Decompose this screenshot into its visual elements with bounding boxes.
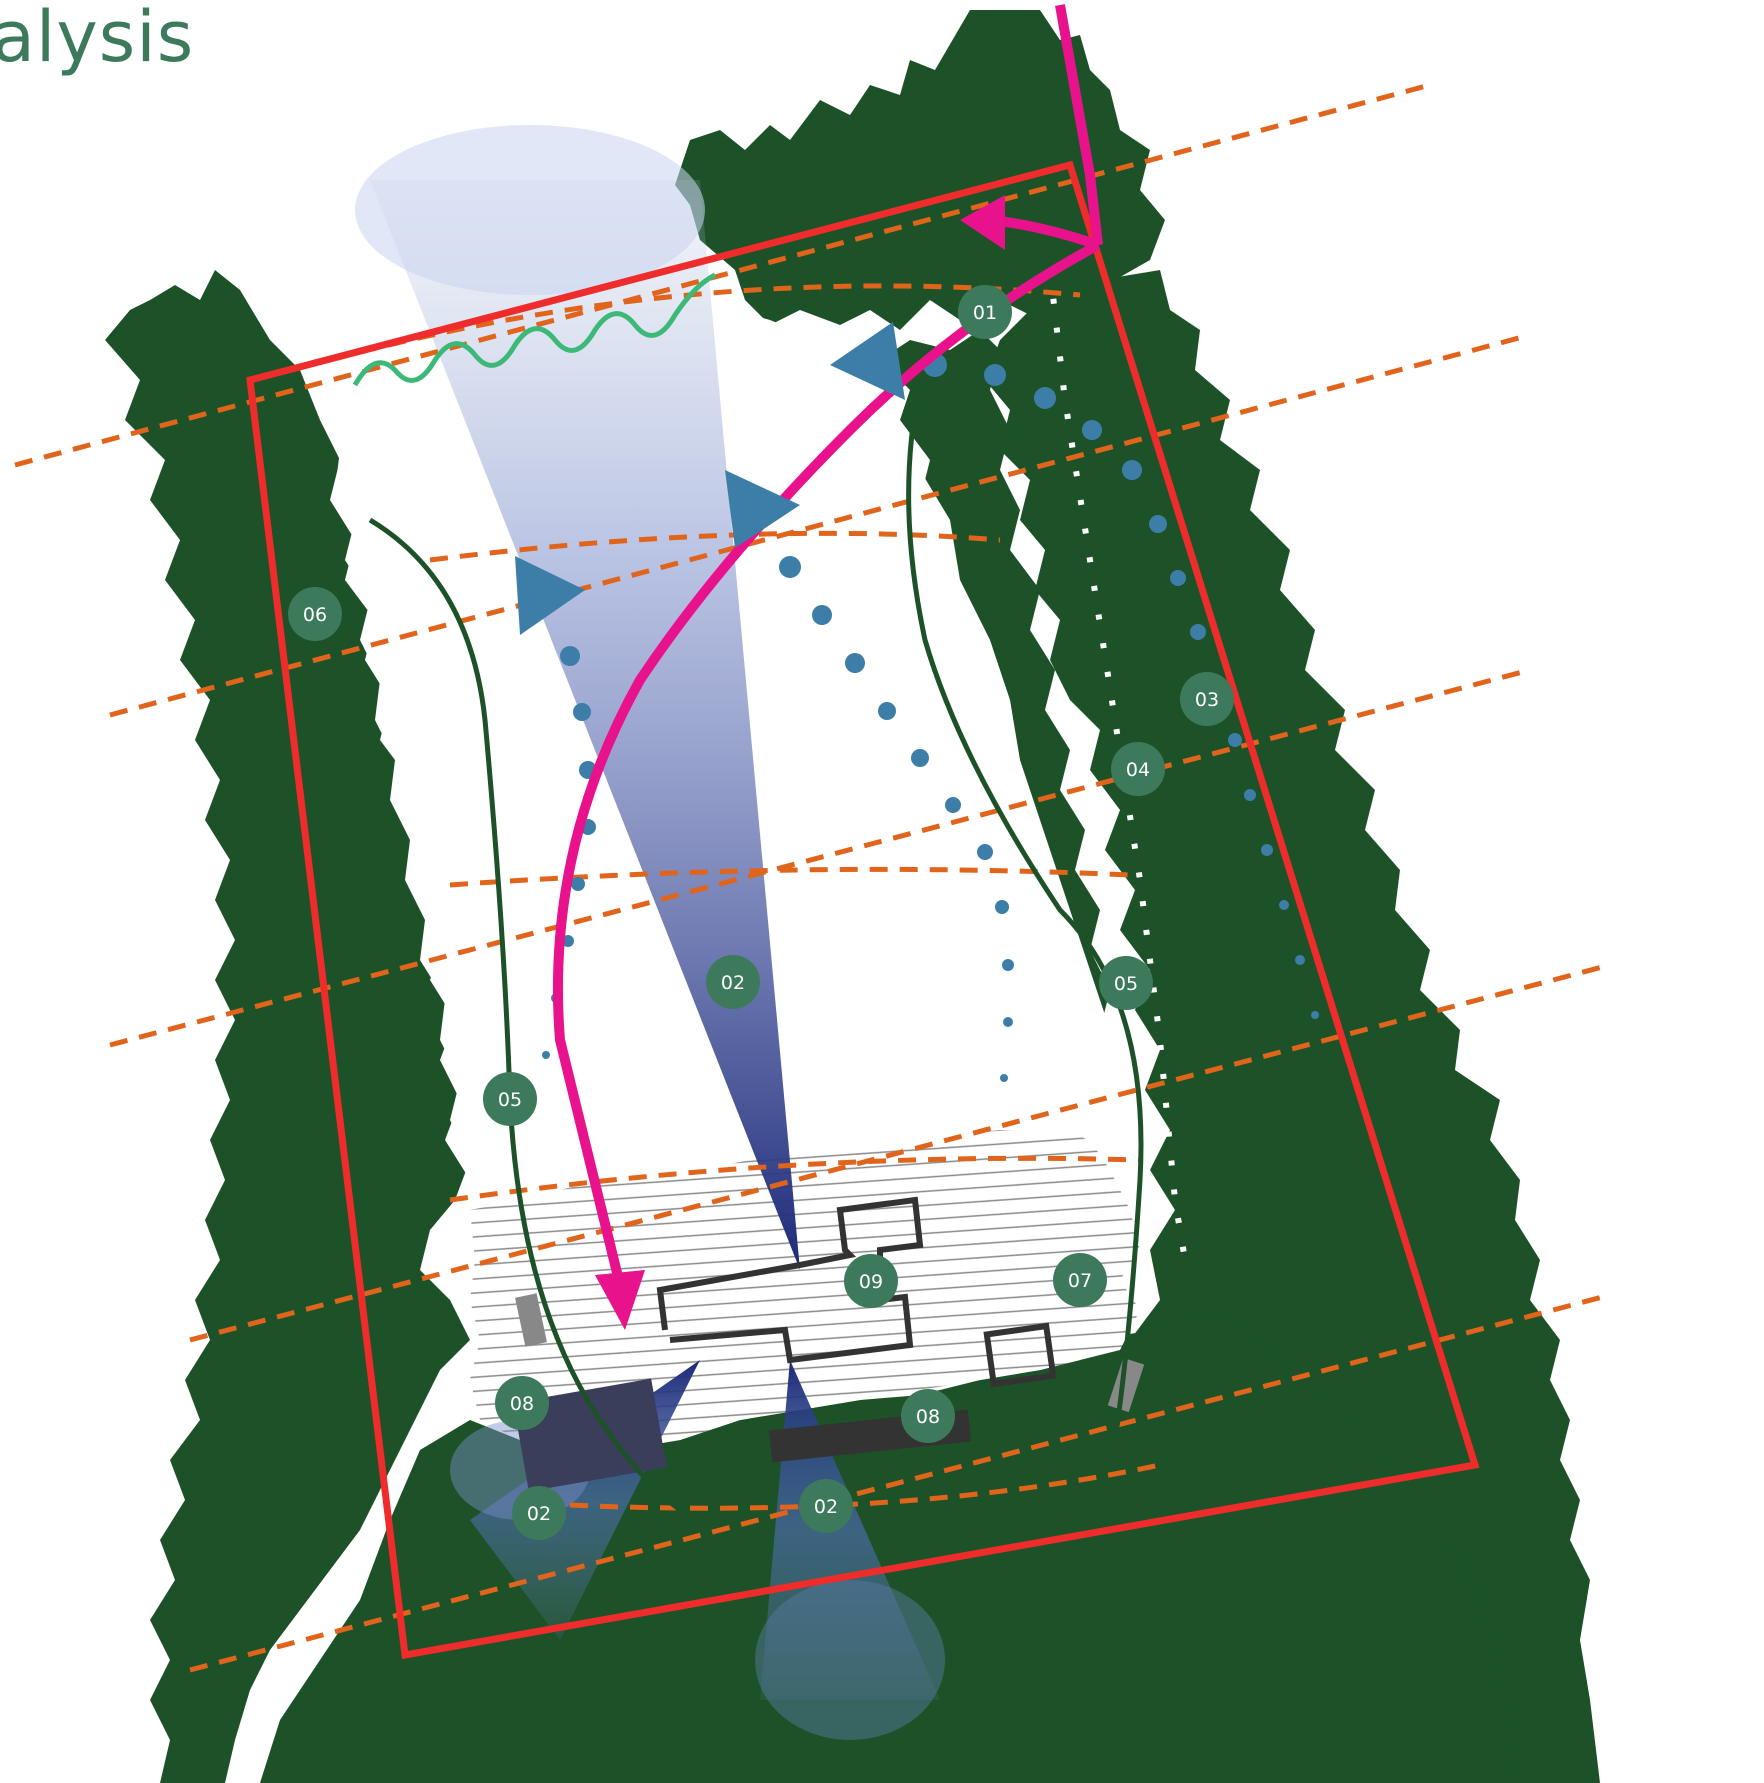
flow-dot — [573, 703, 591, 721]
hatched-development-area — [470, 1130, 1140, 1450]
marker-label: 04 — [1126, 759, 1150, 781]
flow-dot — [1279, 900, 1289, 910]
green-path-east — [906, 384, 1144, 1441]
flow-dot — [571, 877, 585, 891]
wavy-edge-line — [352, 272, 717, 387]
flow-dot — [1311, 1011, 1319, 1019]
flow-dot — [1002, 959, 1014, 971]
marker-label: 05 — [1114, 973, 1138, 995]
flow-dot — [1228, 733, 1242, 747]
building-grey-left — [515, 1293, 547, 1347]
building-dark-left — [513, 1378, 667, 1492]
flow-dot — [977, 844, 993, 860]
flow-dot — [984, 364, 1006, 386]
flow-dot — [878, 702, 896, 720]
marker-badge — [1099, 956, 1153, 1010]
contour-line-4 — [189, 962, 1611, 1343]
marker-label: 07 — [1068, 1270, 1092, 1292]
marker-badge — [495, 1376, 549, 1430]
contour-line-5 — [189, 1292, 1611, 1673]
flow-dot — [1003, 1017, 1013, 1027]
marker-01: 01 — [958, 285, 1012, 339]
contour-line-2 — [109, 332, 1531, 718]
flow-dot — [1082, 420, 1102, 440]
marker-08: 08 — [901, 1389, 955, 1443]
circulation-access-road — [1055, 4, 1103, 246]
building-outline-main — [656, 1196, 924, 1364]
flow-dot — [1149, 515, 1167, 533]
marker-label: 03 — [1195, 689, 1219, 711]
flow-dot — [1000, 1074, 1008, 1082]
marker-label: 02 — [721, 972, 745, 994]
marker-badge — [901, 1389, 955, 1443]
marker-05: 05 — [483, 1072, 537, 1126]
wind-arrow-1 — [515, 556, 585, 635]
flow-dot — [1034, 387, 1056, 409]
circulation-main-path — [552, 240, 1101, 1287]
wind-arrow-2 — [725, 470, 800, 548]
marker-label: 06 — [303, 604, 327, 626]
building-grey-right — [1107, 1357, 1145, 1413]
flow-dot — [542, 1051, 550, 1059]
view-glow-south-mid — [755, 1580, 945, 1740]
wind-arrow-3 — [830, 322, 905, 400]
diagram-title: alysis — [0, 0, 195, 78]
flow-dot — [779, 556, 801, 578]
marker-02: 02 — [512, 1486, 566, 1540]
marker-badge — [958, 285, 1012, 339]
vegetation-mass-north — [675, 10, 1165, 330]
marker-08: 08 — [495, 1376, 549, 1430]
marker-badge — [799, 1479, 853, 1533]
marker-09: 09 — [844, 1254, 898, 1308]
marker-badge — [288, 587, 342, 641]
flow-dot — [812, 605, 832, 625]
marker-badge — [1053, 1253, 1107, 1307]
marker-badge — [706, 955, 760, 1009]
flow-dot — [1190, 624, 1206, 640]
flow-dot — [560, 646, 580, 666]
marker-badge — [844, 1254, 898, 1308]
contour-line-3 — [109, 667, 1531, 1048]
contour-arc-4 — [449, 1155, 1141, 1203]
marker-badge — [1111, 742, 1165, 796]
marker-badge — [1180, 672, 1234, 726]
circulation-arrowhead-south — [595, 1270, 645, 1330]
flow-dot — [995, 900, 1009, 914]
view-cone-main — [370, 180, 800, 1270]
marker-label: 02 — [814, 1496, 838, 1518]
site-boundary — [246, 160, 1480, 1660]
flow-dot — [1122, 460, 1142, 480]
view-cone-glow — [355, 125, 705, 295]
marker-label: 02 — [527, 1503, 551, 1525]
circulation-arrowhead-west — [960, 195, 1005, 250]
marker-07: 07 — [1053, 1253, 1107, 1307]
flow-dot — [845, 653, 865, 673]
marker-label: 01 — [973, 302, 997, 324]
marker-03: 03 — [1180, 672, 1234, 726]
marker-02: 02 — [799, 1479, 853, 1533]
marker-label: 08 — [916, 1406, 940, 1428]
marker-05: 05 — [1099, 956, 1153, 1010]
flow-dot — [1261, 844, 1273, 856]
contour-arc-2 — [429, 530, 1001, 563]
marker-badge — [512, 1486, 566, 1540]
marker-label: 08 — [510, 1393, 534, 1415]
contour-arc-5 — [569, 1462, 1161, 1511]
building-outline-small — [983, 1322, 1057, 1388]
marker-02: 02 — [706, 955, 760, 1009]
marker-badge — [483, 1072, 537, 1126]
flow-dot — [945, 797, 961, 813]
marker-04: 04 — [1111, 742, 1165, 796]
flow-dot — [1170, 570, 1186, 586]
marker-label: 09 — [859, 1271, 883, 1293]
marker-06: 06 — [288, 587, 342, 641]
flow-dot — [1295, 955, 1305, 965]
flow-dot — [1244, 789, 1256, 801]
flow-dot — [911, 749, 929, 767]
vegetation-mass-west — [105, 270, 470, 1783]
marker-label: 05 — [498, 1089, 522, 1111]
